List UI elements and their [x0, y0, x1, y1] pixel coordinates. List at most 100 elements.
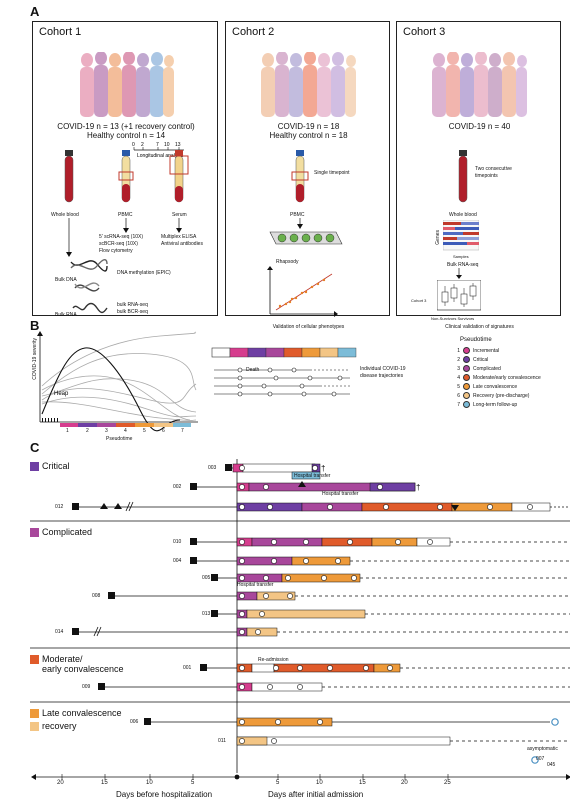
group-label-moderate: early convalescence: [42, 664, 124, 674]
timeline-tick: 7: [156, 142, 159, 148]
pseudotime-tick: 6: [162, 428, 165, 434]
hospital-transfer-label: Hospital transfer: [294, 473, 331, 479]
pseudotime-legend-title: Pseudotime: [460, 337, 492, 343]
legend-swatch: [463, 347, 470, 355]
whole-blood-tube-icon: [458, 150, 468, 203]
pbmc-tube-icon: [118, 150, 134, 203]
legend-swatch: [463, 392, 470, 400]
trajectory-schematic: [211, 347, 357, 397]
timeline-tick: 2: [141, 142, 144, 148]
pseudotime-tick: 5: [143, 428, 146, 434]
legend-swatch: [463, 365, 470, 373]
pseudotime-axis-label: Pseudotime: [106, 436, 133, 442]
legend-label: Incremental: [473, 348, 500, 354]
x-axis-label-after: Days after initial admission: [268, 790, 364, 799]
pbmc-tube-icon: [291, 150, 309, 203]
group-label-late: Late convalescence: [42, 708, 122, 718]
patient-id: 003: [208, 465, 217, 471]
cohort-3-title: Cohort 3: [403, 26, 446, 38]
legend-label: Critical: [473, 357, 489, 363]
legend-label: Moderate/early convalescence: [473, 375, 541, 381]
cohort-3-box: Cohort 3 COVID-19 n = 40 Two consecutive…: [396, 21, 561, 330]
legend-label: Complicated: [473, 366, 501, 372]
boxplot-y-label: Cohort 3: [411, 298, 427, 303]
dna-helix-icon: [70, 259, 108, 314]
legend-swatch: [463, 383, 470, 391]
bulk-rna-label: Bulk RNA: [55, 312, 77, 318]
group-swatch-critical: [30, 462, 39, 471]
trajectory-label: disease trajectories: [360, 373, 404, 379]
asymptomatic-label: asymptomatic: [527, 746, 558, 752]
single-timepoint-label: Single timepoint: [314, 170, 350, 176]
dna-methylation-label: DNA methylation (EPIC): [117, 270, 171, 276]
group-label-recovery: recovery: [42, 721, 77, 731]
group-label-moderate: Moderate/: [42, 654, 83, 664]
patient-id: 008: [92, 593, 101, 599]
timeline-tick: 10: [164, 142, 170, 148]
patient-id: 005: [202, 575, 211, 581]
heatmap-y-label: Genes: [435, 230, 441, 245]
pseudotime-tick: 2: [86, 428, 89, 434]
timepoints-label: Two consecutive: [475, 166, 512, 172]
x-tick: 15: [101, 780, 108, 786]
death-label: Death: [246, 367, 260, 373]
pbmc-assay: scBCR-seq (10X): [99, 241, 138, 247]
people-illustration: [80, 52, 174, 117]
legend-item: 1 Incremental: [452, 347, 572, 356]
severity-pseudotime-plot: Heap: [37, 331, 198, 432]
boxplot-icon: [437, 280, 481, 311]
assay-arrows: [66, 218, 182, 257]
legend-label: Recovery (pre-discharge): [473, 393, 530, 399]
timeline-tick: 13: [175, 142, 181, 148]
legend-item: 3 Complicated: [452, 365, 572, 374]
pseudotime-tick: 1: [66, 428, 69, 434]
patient-timeline-chart: † †: [30, 459, 570, 780]
legend-swatch: [463, 356, 470, 364]
whole-blood-label: Whole blood: [51, 212, 79, 218]
cohort-1-title: Cohort 1: [39, 26, 82, 38]
bulk-rna-label: Bulk RNA-seq: [447, 262, 479, 268]
x-axis-label-before: Days before hospitalization: [116, 790, 213, 799]
patient-id: 012: [55, 504, 64, 510]
patient-id: 009: [82, 684, 91, 690]
patient-id: 010: [173, 539, 182, 545]
cohort-2-covid-count: COVID-19 n = 18: [277, 122, 340, 131]
legend-label: Late convalescence: [473, 384, 518, 390]
x-tick: 10: [316, 780, 323, 786]
clinical-validation-label: Clinical validation of signatures: [445, 324, 514, 330]
legend-number: 3: [457, 366, 460, 372]
patient-id: 014: [55, 629, 64, 635]
group-label-critical: Critical: [42, 461, 70, 471]
x-tick: 25: [444, 780, 451, 786]
serum-label: Serum: [172, 212, 187, 218]
hospital-transfer-label: Hospital transfer: [322, 491, 359, 497]
rna-assay: bulk BCR-seq: [117, 309, 148, 315]
readmission-label: Re-admission: [258, 657, 289, 663]
timeline-tick: 0: [132, 142, 135, 148]
trajectory-label: Individual COVID-19: [360, 366, 406, 372]
patient-id: 002: [173, 484, 182, 490]
svg-text:†: †: [416, 483, 420, 492]
boxplot-x-labels: Non-Survivors Survivors: [431, 316, 475, 321]
hospital-transfer-label: Hospital transfer: [237, 582, 274, 588]
cohort-2-title: Cohort 2: [232, 26, 275, 38]
heatmap-icon: [443, 220, 479, 251]
rna-assay: bulk RNA-seq: [117, 302, 148, 308]
x-tick: 5: [191, 780, 195, 786]
pseudotime-tick: 4: [124, 428, 127, 434]
heap-label: Heap: [54, 391, 69, 397]
patient-id: 045: [547, 762, 556, 768]
legend-swatch: [463, 401, 470, 409]
patient-id: 007: [536, 756, 545, 762]
legend-number: 4: [457, 375, 460, 381]
heatmap-x-label: Samples: [453, 254, 469, 259]
legend-number: 1: [457, 348, 460, 354]
timepoints-label: timepoints: [475, 173, 498, 179]
pbmc-label: PBMC: [290, 212, 305, 218]
patient-id: 013: [202, 611, 211, 617]
pbmc-assay: 5' scRNA-seq (10X): [99, 234, 144, 240]
